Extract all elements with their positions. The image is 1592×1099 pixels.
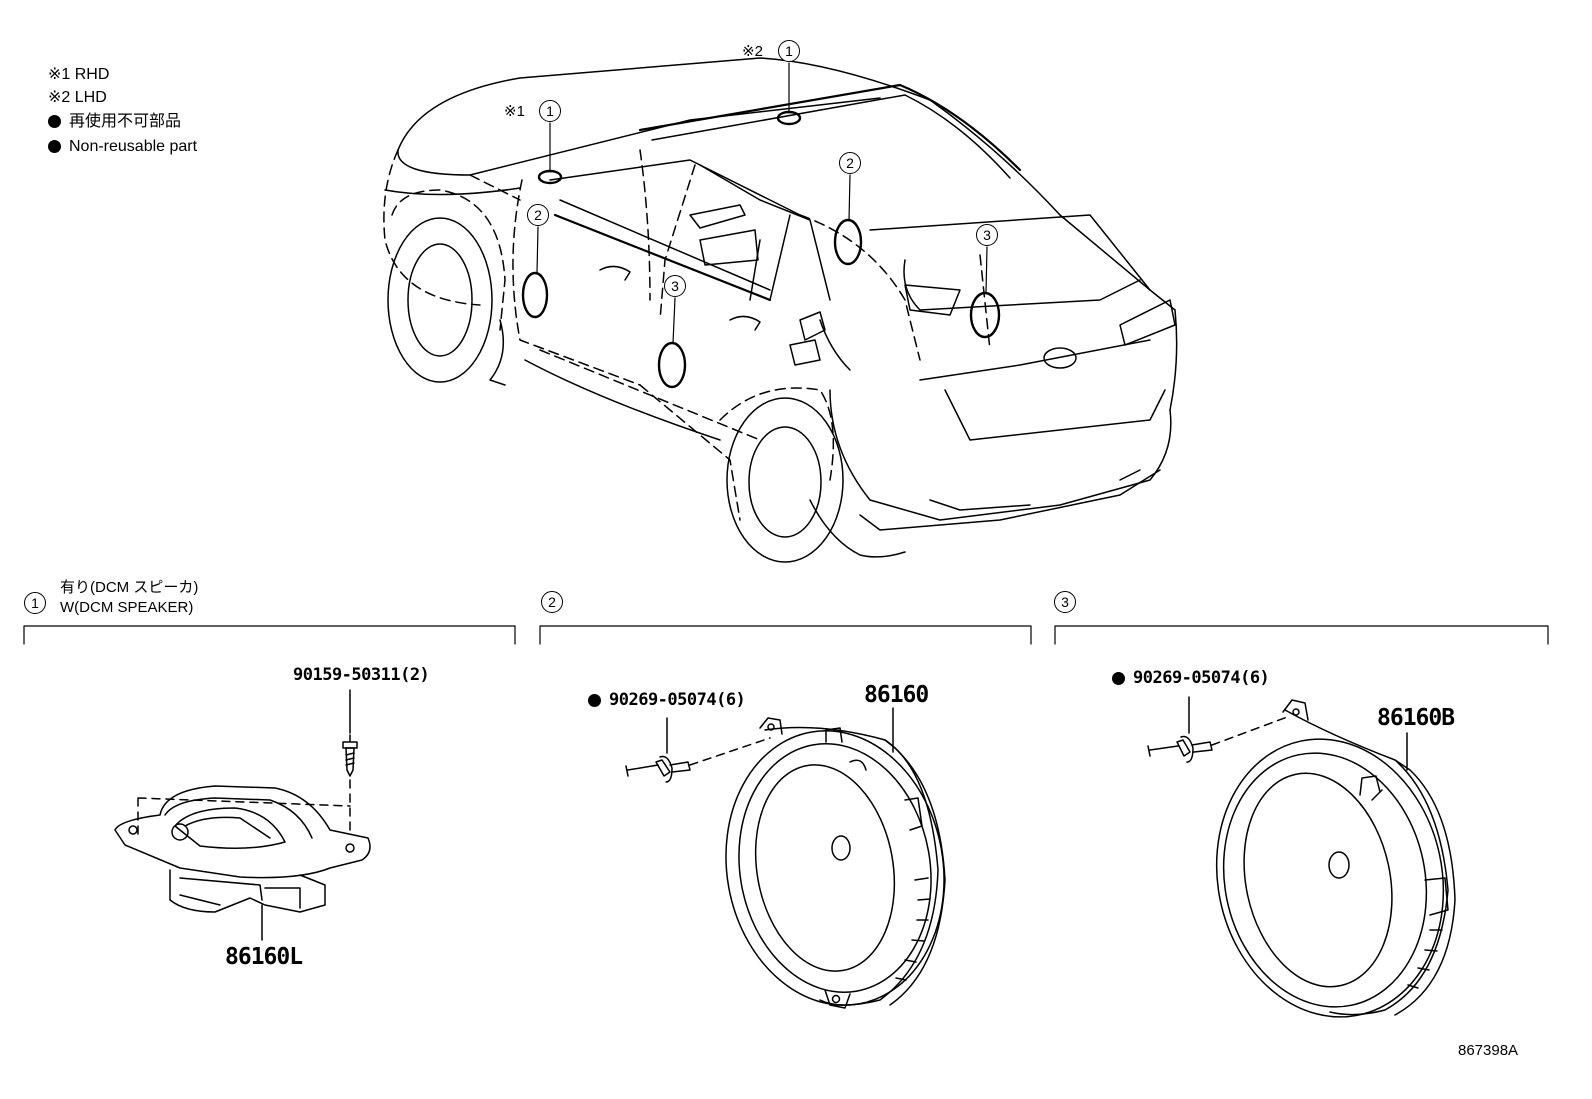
part-number-screw: 90159-50311(2) xyxy=(293,665,430,685)
part-number-clip-2: 90269-05074(6) xyxy=(588,690,746,710)
callout-2-front-door-left: 2 xyxy=(839,152,861,174)
bullet-icon xyxy=(48,140,61,154)
nonreusable-bullet-icon xyxy=(1112,671,1125,685)
vehicle-illustration xyxy=(383,57,1178,563)
callout-3-rear-door-left: 3 xyxy=(976,224,998,246)
speaker-location-markers xyxy=(521,110,1001,389)
legend-nonreusable-en: Non-reusable part xyxy=(48,139,197,155)
part-number-clip-3: 90269-05074(6) xyxy=(1112,668,1270,688)
callout-1-rhd: 1 xyxy=(539,100,561,122)
figure-id: 867398A xyxy=(1458,1042,1519,1059)
dcm-speaker-86160L xyxy=(114,689,371,941)
legend-rhd: ※1 RHD xyxy=(48,66,110,83)
nonreusable-bullet-icon xyxy=(588,693,601,707)
callout-3-rear-door: 3 xyxy=(664,275,686,297)
legend-nonreusable-jp-text: 再使用不可部品 xyxy=(69,113,182,130)
callout-2-front-door: 2 xyxy=(527,204,549,226)
legend-lhd: ※2 LHD xyxy=(48,89,107,106)
legend-nonreusable-en-text: Non-reusable part xyxy=(69,138,198,155)
section-3-number: 3 xyxy=(1054,591,1076,613)
callout-note-lhd: ※2 xyxy=(742,43,763,60)
bullet-icon xyxy=(48,115,61,129)
part-number-clip-3-text: 90269-05074(6) xyxy=(1133,668,1270,688)
legend-nonreusable-jp: 再使用不可部品 xyxy=(48,114,181,130)
section-brackets xyxy=(23,625,1549,645)
section-1-number: 1 xyxy=(24,592,46,614)
callout-leaders xyxy=(536,62,988,344)
part-number-clip-2-text: 90269-05074(6) xyxy=(609,690,746,710)
section-1-title-en: W(DCM SPEAKER) xyxy=(60,599,194,616)
part-number-dcm-speaker: 86160L xyxy=(225,944,303,970)
speaker-86160B xyxy=(1147,696,1456,1018)
section-2-number: 2 xyxy=(541,591,563,613)
callout-note-rhd: ※1 xyxy=(504,103,525,120)
callout-1-lhd: 1 xyxy=(778,40,800,62)
part-number-speaker-3: 86160B xyxy=(1377,705,1455,731)
speaker-86160 xyxy=(625,707,946,1009)
part-number-speaker-2: 86160 xyxy=(864,682,929,708)
section-1-title-jp: 有り(DCM スピーカ) xyxy=(60,579,199,596)
